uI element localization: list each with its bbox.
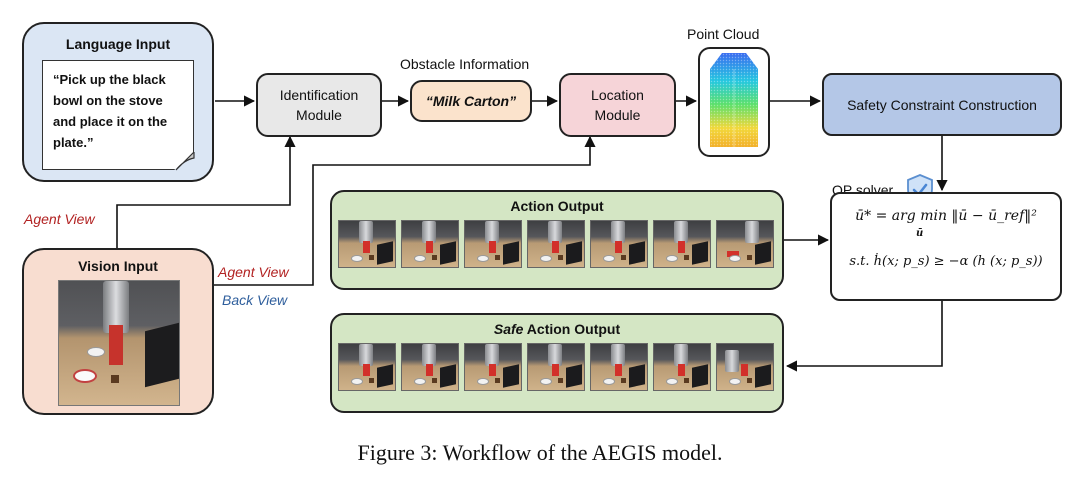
obstacle-value: “Milk Carton” <box>425 93 517 109</box>
vision-input-image <box>58 280 180 406</box>
location-module-box: Location Module <box>559 73 676 137</box>
action-frame <box>464 220 522 268</box>
safe-action-frame <box>653 343 711 391</box>
action-frame <box>716 220 774 268</box>
vision-input-title: Vision Input <box>78 258 158 274</box>
safe-action-output-title: Safe Action Output <box>332 321 782 337</box>
language-input-title: Language Input <box>65 36 171 52</box>
equation-line-constraint: s.t. ḣ(x; p_s) ≥ −α (h (x; p_s)) <box>849 254 1043 269</box>
action-frame <box>653 220 711 268</box>
point-cloud-title: Point Cloud <box>687 26 760 42</box>
agent-view-label-left: Agent View <box>24 211 95 227</box>
safety-constraint-box: Safety Constraint Construction <box>822 73 1062 136</box>
obstacle-information-title: Obstacle Information <box>400 56 530 72</box>
point-cloud-carton-image <box>710 53 758 147</box>
action-frame <box>338 220 396 268</box>
safe-action-frame <box>590 343 648 391</box>
instruction-text: “Pick up the black bowl on the stove and… <box>53 72 168 150</box>
equation-line-objective: ū* = arg min ‖ū − ū_ref‖² <box>855 208 1037 224</box>
qp-equation-box: ū* = arg min ‖ū − ū_ref‖² ū s.t. ḣ(x; p_… <box>830 192 1062 301</box>
safe-action-output-box: Safe Action Output <box>330 313 784 413</box>
figure-caption: Figure 3: Workflow of the AEGIS model. <box>357 440 723 465</box>
back-view-label: Back View <box>222 292 288 308</box>
action-frame <box>401 220 459 268</box>
note-fold-icon <box>175 152 195 171</box>
equation-argmin-subscript: ū <box>916 228 924 239</box>
point-cloud-box <box>698 47 770 157</box>
action-output-title: Action Output <box>510 198 604 214</box>
obstacle-information-box: “Milk Carton” <box>410 80 532 122</box>
arrow-qp-to-safe-action <box>785 301 943 372</box>
instruction-note: “Pick up the black bowl on the stove and… <box>42 60 194 170</box>
action-output-words: Action Output <box>523 321 621 337</box>
safety-constraint-label: Safety Constraint Construction <box>847 96 1037 113</box>
safe-action-frame <box>716 343 774 391</box>
safe-action-frame <box>527 343 585 391</box>
arrow-vision-to-location <box>214 135 596 286</box>
arrow-vision-to-identification <box>116 135 296 248</box>
safe-action-frame <box>401 343 459 391</box>
language-input-box: Language Input “Pick up the black bowl o… <box>22 22 214 182</box>
action-output-box: Action Output <box>330 190 784 290</box>
action-frame <box>527 220 585 268</box>
safe-word: Safe <box>493 321 524 337</box>
agent-view-label-right: Agent View <box>218 264 289 280</box>
safe-action-frame <box>464 343 522 391</box>
location-module-label: Location Module <box>591 87 644 123</box>
identification-module-label: Identification Module <box>279 87 359 123</box>
identification-module-box: Identification Module <box>256 73 382 137</box>
vision-input-box: Vision Input <box>22 248 214 415</box>
action-frame <box>590 220 648 268</box>
safe-action-frame <box>338 343 396 391</box>
